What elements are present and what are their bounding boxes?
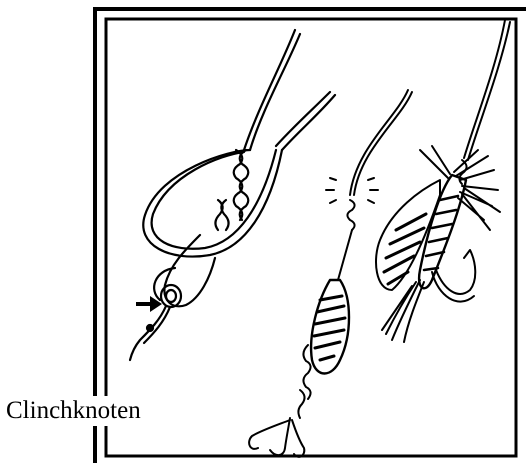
- fly-lure-icon: [376, 20, 510, 342]
- clinch-knot-illustration-icon: [130, 30, 335, 360]
- caption-label: Clinchknoten: [4, 396, 143, 426]
- spinner-lure-icon: [249, 90, 412, 457]
